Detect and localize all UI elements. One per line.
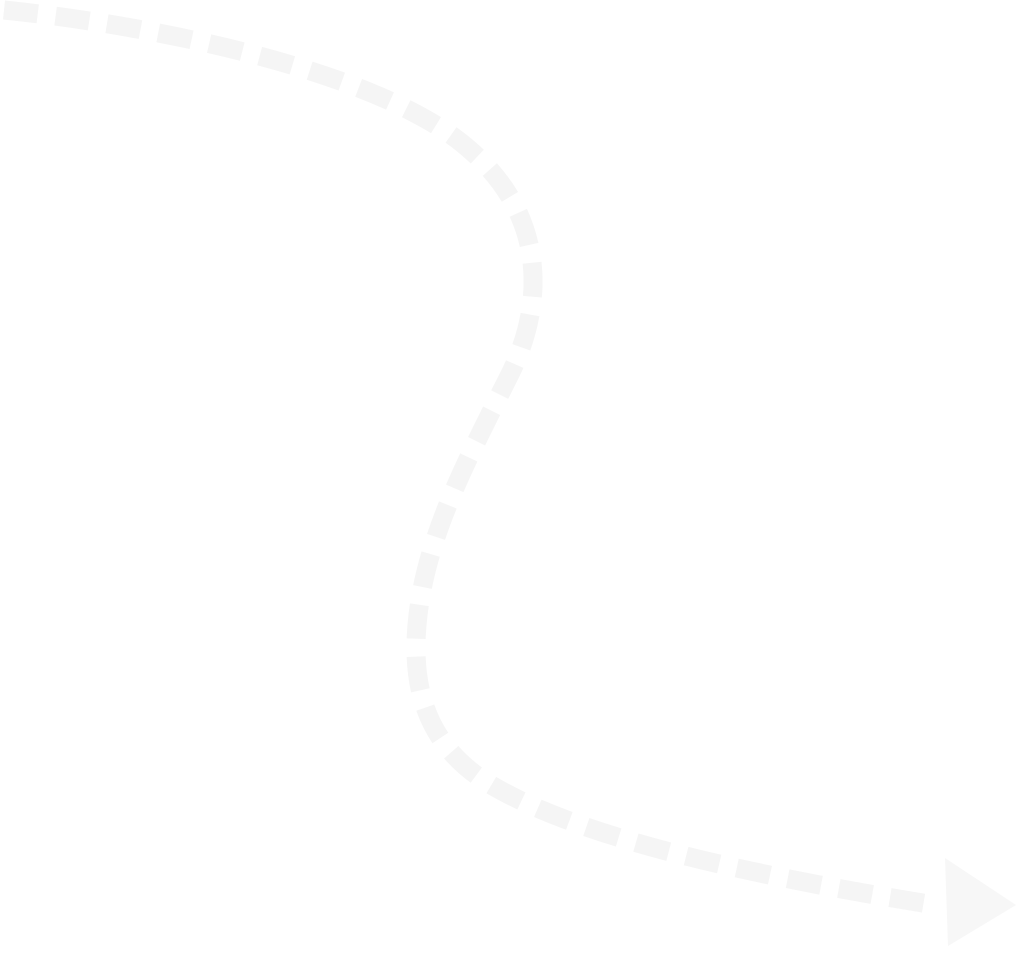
arrow-dashed-path — [3, 0, 937, 915]
arrow-head — [945, 858, 1016, 946]
